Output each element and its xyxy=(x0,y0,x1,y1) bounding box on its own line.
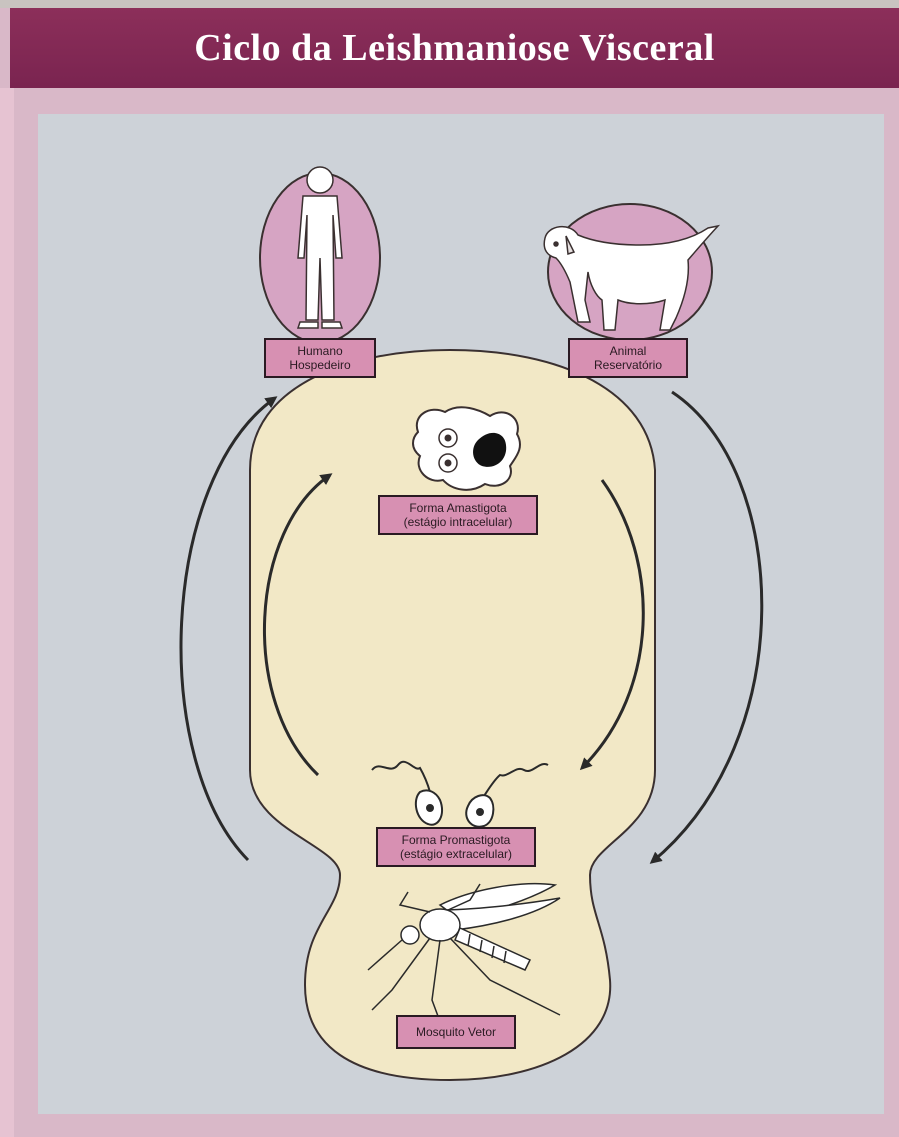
promastigote-form-label-line1: Forma Promastigota xyxy=(402,833,511,847)
human-host-label-line1: Humano xyxy=(297,344,342,358)
promastigote-form-label: Forma Promastigota (estágio extracelular… xyxy=(376,827,536,867)
amastigote-form-label-line1: Forma Amastigota xyxy=(409,501,506,515)
promastigote-form-label-line2: (estágio extracelular) xyxy=(400,847,512,861)
mosquito-vector-label: Mosquito Vetor xyxy=(396,1015,516,1049)
animal-reservoir-label-line2: Reservatório xyxy=(594,358,662,372)
arrow-animal-to-vector xyxy=(652,392,762,862)
amastigote-form-label: Forma Amastigota (estágio intracelular) xyxy=(378,495,538,535)
amastigote-cell-icon xyxy=(413,407,520,490)
animal-reservoir-label: Animal Reservatório xyxy=(568,338,688,378)
animal-reservoir-label-line1: Animal xyxy=(610,344,647,358)
amastigote-form-label-line2: (estágio intracelular) xyxy=(404,515,513,529)
human-host-label-line2: Hospedeiro xyxy=(289,358,350,372)
human-host-label: Humano Hospedeiro xyxy=(264,338,376,378)
mosquito-vector-label-line1: Mosquito Vetor xyxy=(416,1025,496,1039)
